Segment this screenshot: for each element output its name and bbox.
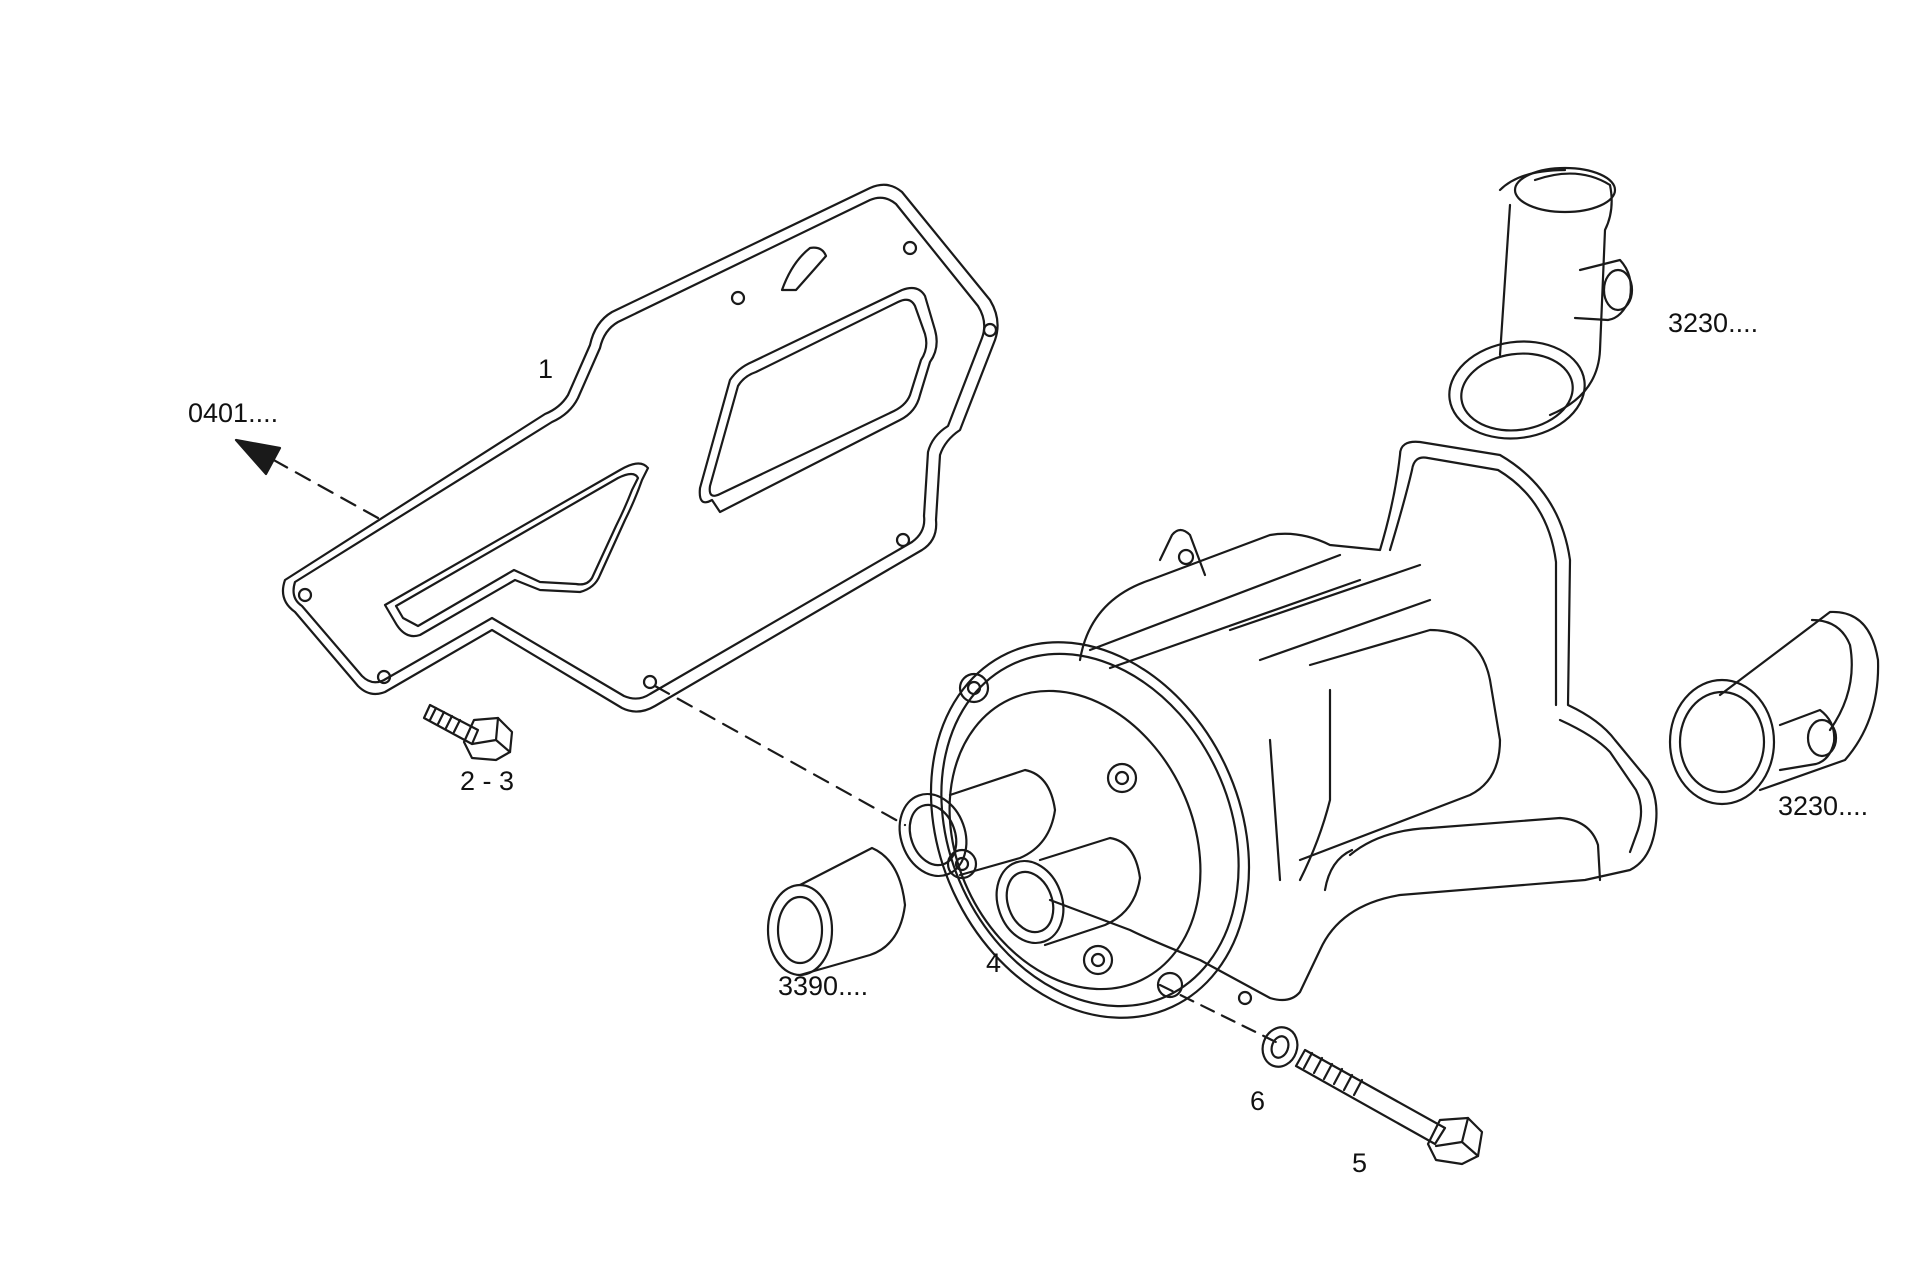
hose-short (766, 846, 907, 977)
callout-washer: 6 (1250, 1086, 1265, 1116)
arrow-head-icon (234, 438, 282, 476)
callout-ref-top-left: 0401.... (188, 398, 278, 428)
bolt-long (1294, 1048, 1484, 1166)
callout-pump: 4 (986, 948, 1001, 978)
gasket-window-left (383, 462, 650, 638)
callout-hose-short: 3390.... (778, 971, 868, 1001)
leader-line-gasket-pump (653, 684, 907, 827)
callout-hose-mid-right: 3230.... (1778, 791, 1868, 821)
screw-small (422, 703, 514, 762)
callout-hose-top-right: 3230.... (1668, 308, 1758, 338)
pump-inlet-upper (948, 768, 1057, 877)
washer (1261, 1026, 1299, 1068)
hose-top-right (1448, 166, 1634, 440)
pump-inlet-lower (1038, 836, 1142, 947)
gasket-plate (281, 183, 999, 713)
callout-bolt-long: 5 (1352, 1148, 1367, 1178)
callout-screw-small: 2 - 3 (460, 766, 514, 796)
leader-line-washer (1158, 983, 1284, 1047)
hose-mid-right (1668, 610, 1880, 806)
water-pump-body (898, 440, 1658, 1019)
callout-gasket: 1 (538, 354, 553, 384)
gasket-window-right (698, 286, 938, 514)
leader-line-gasket-ref (268, 456, 380, 520)
